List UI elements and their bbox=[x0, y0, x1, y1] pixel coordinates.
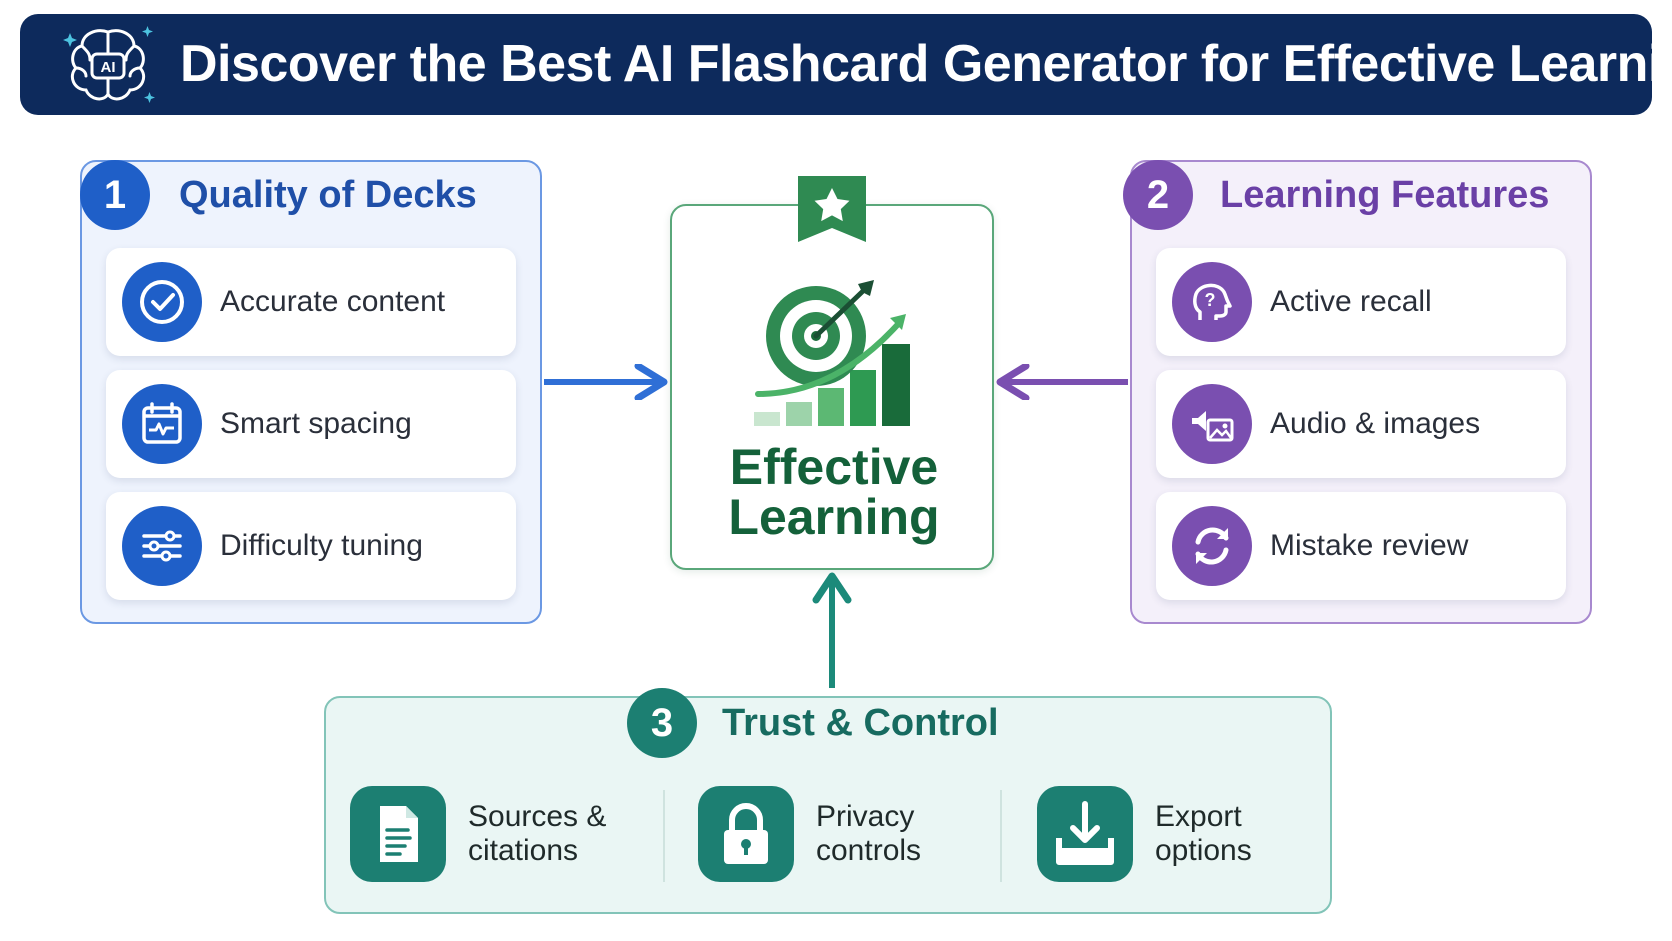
center-label-line1: Effective bbox=[729, 439, 939, 495]
card-label: Difficulty tuning bbox=[220, 529, 423, 562]
header-banner: AI Discover the Best AI Flashcard Genera… bbox=[20, 14, 1672, 115]
card-mistake-review: Mistake review bbox=[1156, 492, 1566, 600]
item-label-line2: options bbox=[1155, 834, 1252, 867]
item-label-line1: Sources & bbox=[468, 800, 607, 833]
panel-title-quality: Quality of Decks bbox=[179, 174, 477, 216]
card-label: Smart spacing bbox=[220, 407, 412, 440]
arrow-left-to-center bbox=[544, 364, 668, 400]
document-icon bbox=[350, 786, 446, 882]
arrow-bottom-to-center bbox=[812, 572, 852, 688]
item-sources-citations: Sources & citations bbox=[350, 786, 650, 882]
effective-learning-box: Effective Learning bbox=[670, 176, 996, 570]
panel-title-learning: Learning Features bbox=[1220, 174, 1550, 216]
item-label-line2: citations bbox=[468, 834, 579, 867]
item-label: Privacy controls bbox=[816, 800, 921, 868]
star-ribbon-icon bbox=[798, 176, 866, 242]
calendar-pulse-icon bbox=[122, 384, 202, 464]
item-export-options: Export options bbox=[1037, 786, 1327, 882]
card-smart-spacing: Smart spacing bbox=[106, 370, 516, 478]
divider bbox=[1000, 790, 1002, 882]
page-title: Discover the Best AI Flashcard Generator… bbox=[180, 35, 1672, 93]
item-label-line1: Privacy bbox=[816, 800, 915, 833]
trust-control-panel bbox=[324, 696, 1332, 914]
step-number-badge-3: 3 bbox=[627, 688, 697, 758]
step-number-badge-2: 2 bbox=[1123, 160, 1193, 230]
divider bbox=[663, 790, 665, 882]
card-label: Accurate content bbox=[220, 285, 446, 318]
check-circle-icon bbox=[122, 262, 202, 342]
head-question-icon: ? bbox=[1172, 262, 1252, 342]
center-label: Effective Learning bbox=[672, 442, 996, 542]
sliders-icon bbox=[122, 506, 202, 586]
audio-image-icon bbox=[1172, 384, 1252, 464]
arrow-right-to-center bbox=[996, 364, 1128, 400]
item-privacy-controls: Privacy controls bbox=[698, 786, 998, 882]
card-audio-images: Audio & images bbox=[1156, 370, 1566, 478]
target-growth-icon bbox=[754, 280, 910, 426]
card-active-recall: ? Active recall bbox=[1156, 248, 1566, 356]
lock-icon bbox=[698, 786, 794, 882]
refresh-icon bbox=[1172, 506, 1252, 586]
svg-text:?: ? bbox=[1205, 290, 1216, 310]
panel-title-trust: Trust & Control bbox=[722, 702, 999, 744]
center-label-line2: Learning bbox=[728, 489, 940, 545]
brain-ai-icon: AI bbox=[63, 26, 155, 103]
card-label: Audio & images bbox=[1270, 407, 1481, 440]
card-difficulty-tuning: Difficulty tuning bbox=[106, 492, 516, 600]
card-label: Mistake review bbox=[1270, 529, 1469, 562]
item-label-line2: controls bbox=[816, 834, 922, 867]
item-label-line1: Export bbox=[1155, 800, 1242, 833]
svg-text:AI: AI bbox=[101, 59, 116, 76]
card-label: Active recall bbox=[1270, 285, 1432, 318]
item-label: Export options bbox=[1155, 800, 1252, 868]
item-label: Sources & citations bbox=[468, 800, 606, 868]
card-accurate-content: Accurate content bbox=[106, 248, 516, 356]
step-number-badge-1: 1 bbox=[80, 160, 150, 230]
download-icon bbox=[1037, 786, 1133, 882]
